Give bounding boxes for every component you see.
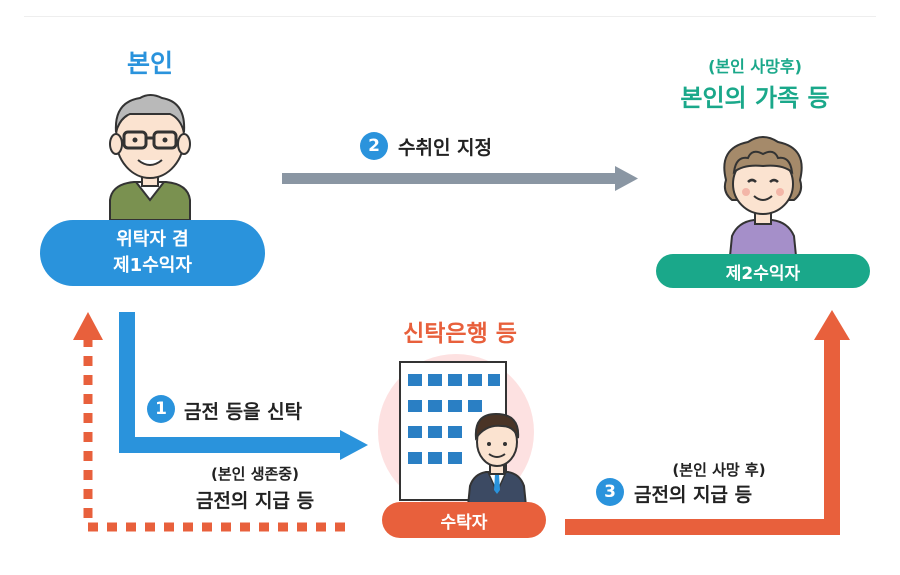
- elderly-man-illustration: [109, 94, 191, 221]
- second-beneficiary-pill: 제2수익자: [656, 254, 870, 288]
- top-divider: [24, 16, 876, 17]
- self-pill-line1: 위탁자 겸: [116, 229, 189, 250]
- step-3-number: 3: [604, 482, 616, 502]
- bank-title: 신탁은행 등: [403, 321, 517, 347]
- step-1-badge: 1: [147, 395, 175, 423]
- self-pill-line2: 제1수익자: [113, 255, 192, 276]
- step-3-sub-label: (본인 사망 후): [672, 461, 766, 479]
- alive-sub-label: (본인 생존중): [211, 465, 299, 483]
- family-pill-label: 제2수익자: [725, 263, 801, 284]
- step-1-number: 1: [155, 399, 167, 419]
- alive-label: 금전의 지급 등: [195, 490, 315, 512]
- bank-building-illustration: [378, 354, 534, 510]
- step-2-number: 2: [368, 136, 380, 156]
- self-title: 본인: [126, 49, 173, 78]
- family-title: 본인의 가족 등: [680, 84, 830, 112]
- family-subtitle: (본인 사망후): [708, 57, 802, 76]
- bank-pill-label: 수탁자: [440, 512, 488, 533]
- step-2-badge: 2: [360, 132, 388, 160]
- elderly-woman-illustration: [723, 136, 803, 257]
- step-2-label: 수취인 지정: [398, 137, 493, 159]
- step-1-label: 금전 등을 신탁: [184, 401, 303, 423]
- step-3-badge: 3: [596, 478, 624, 506]
- settlor-first-beneficiary-pill: 위탁자 겸 제1수익자: [40, 220, 265, 286]
- step-3-label: 금전의 지급 등: [634, 484, 753, 506]
- trustee-pill: 수탁자: [382, 502, 546, 538]
